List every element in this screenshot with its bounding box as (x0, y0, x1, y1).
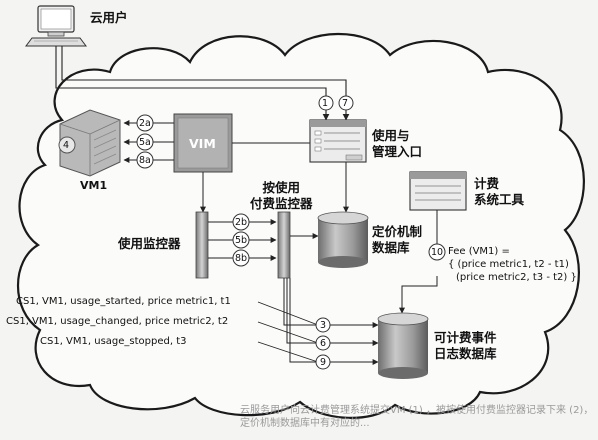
step-badge-8a (136, 151, 154, 169)
step-8b-label: 8b (235, 253, 248, 264)
step-badge-9 (315, 354, 331, 370)
step-8a-label: 8a (139, 155, 151, 166)
vm1-server-icon (59, 109, 121, 177)
fee-formula-line-2: { (price metric1, t2 - t1) (448, 259, 569, 270)
usage-monitor-label: 使用监控器 (118, 236, 181, 251)
pay-per-use-monitor-bar (277, 211, 291, 279)
step-badges (58, 95, 446, 370)
cloud-boundary (17, 32, 585, 420)
event-row-usage-changed: CS1, VM1, usage_changed, price metric2, … (6, 316, 229, 327)
computer-icon (25, 5, 87, 47)
step-5b-label: 5b (235, 235, 248, 246)
step-badge-8b (232, 249, 250, 267)
cloud-user-label: 云用户 (90, 10, 128, 25)
step-9-label: 9 (320, 357, 327, 368)
step-3-label: 3 (320, 320, 327, 331)
usage-portal-label: 使用与 管理入口 (372, 128, 423, 159)
step-badge-1 (318, 95, 334, 111)
step-badge-10 (428, 243, 446, 261)
step-badge-vm1 (58, 136, 76, 154)
billable-log-database-cylinder (377, 312, 429, 379)
step-badge-7 (338, 95, 354, 111)
step-7-label: 7 (342, 98, 349, 109)
step-2b-label: 2b (235, 217, 248, 228)
event-row-usage-stopped: CS1, VM1, usage_stopped, t3 (40, 336, 187, 347)
step-1-label: 1 (322, 98, 329, 109)
vm1-badge-label: 4 (63, 140, 70, 151)
step-6-label: 6 (320, 338, 327, 349)
usage-monitor-bar (195, 211, 209, 279)
pay-per-use-monitor-label: 按使用 付费监控器 (250, 180, 313, 211)
step-2a-label: 2a (139, 118, 151, 129)
billing-tool-label: 计费 系统工具 (474, 176, 525, 207)
billing-tool-window-icon (409, 171, 467, 211)
step-10-label: 10 (431, 247, 444, 258)
fee-formula-line-3: (price metric2, t3 - t2) } (456, 272, 577, 283)
step-badge-6 (315, 335, 331, 351)
step-badge-5a (136, 133, 154, 151)
pricing-database-cylinder (317, 211, 369, 268)
step-badge-3 (315, 317, 331, 333)
event-row-usage-started: CS1, VM1, usage_started, price metric1, … (16, 296, 231, 307)
step-badge-2a (136, 114, 154, 132)
fee-formula-line-1: Fee (VM1) = (448, 246, 510, 257)
step-badge-5b (232, 231, 250, 249)
step-5a-label: 5a (139, 137, 151, 148)
step-badge-2b (232, 213, 250, 231)
figure-caption: 云服务用户向云计费管理系统提交VM (1) ，被按使用付费监控器记录下来 (2)… (240, 405, 594, 429)
vm1-label: VM1 (80, 179, 108, 192)
pricing-db-label: 定价机制 数据库 (372, 224, 423, 255)
portal-window-icon (309, 119, 367, 163)
billable-log-db-label: 可计费事件 日志数据库 (434, 330, 497, 361)
vim-label: VIM (189, 136, 216, 151)
